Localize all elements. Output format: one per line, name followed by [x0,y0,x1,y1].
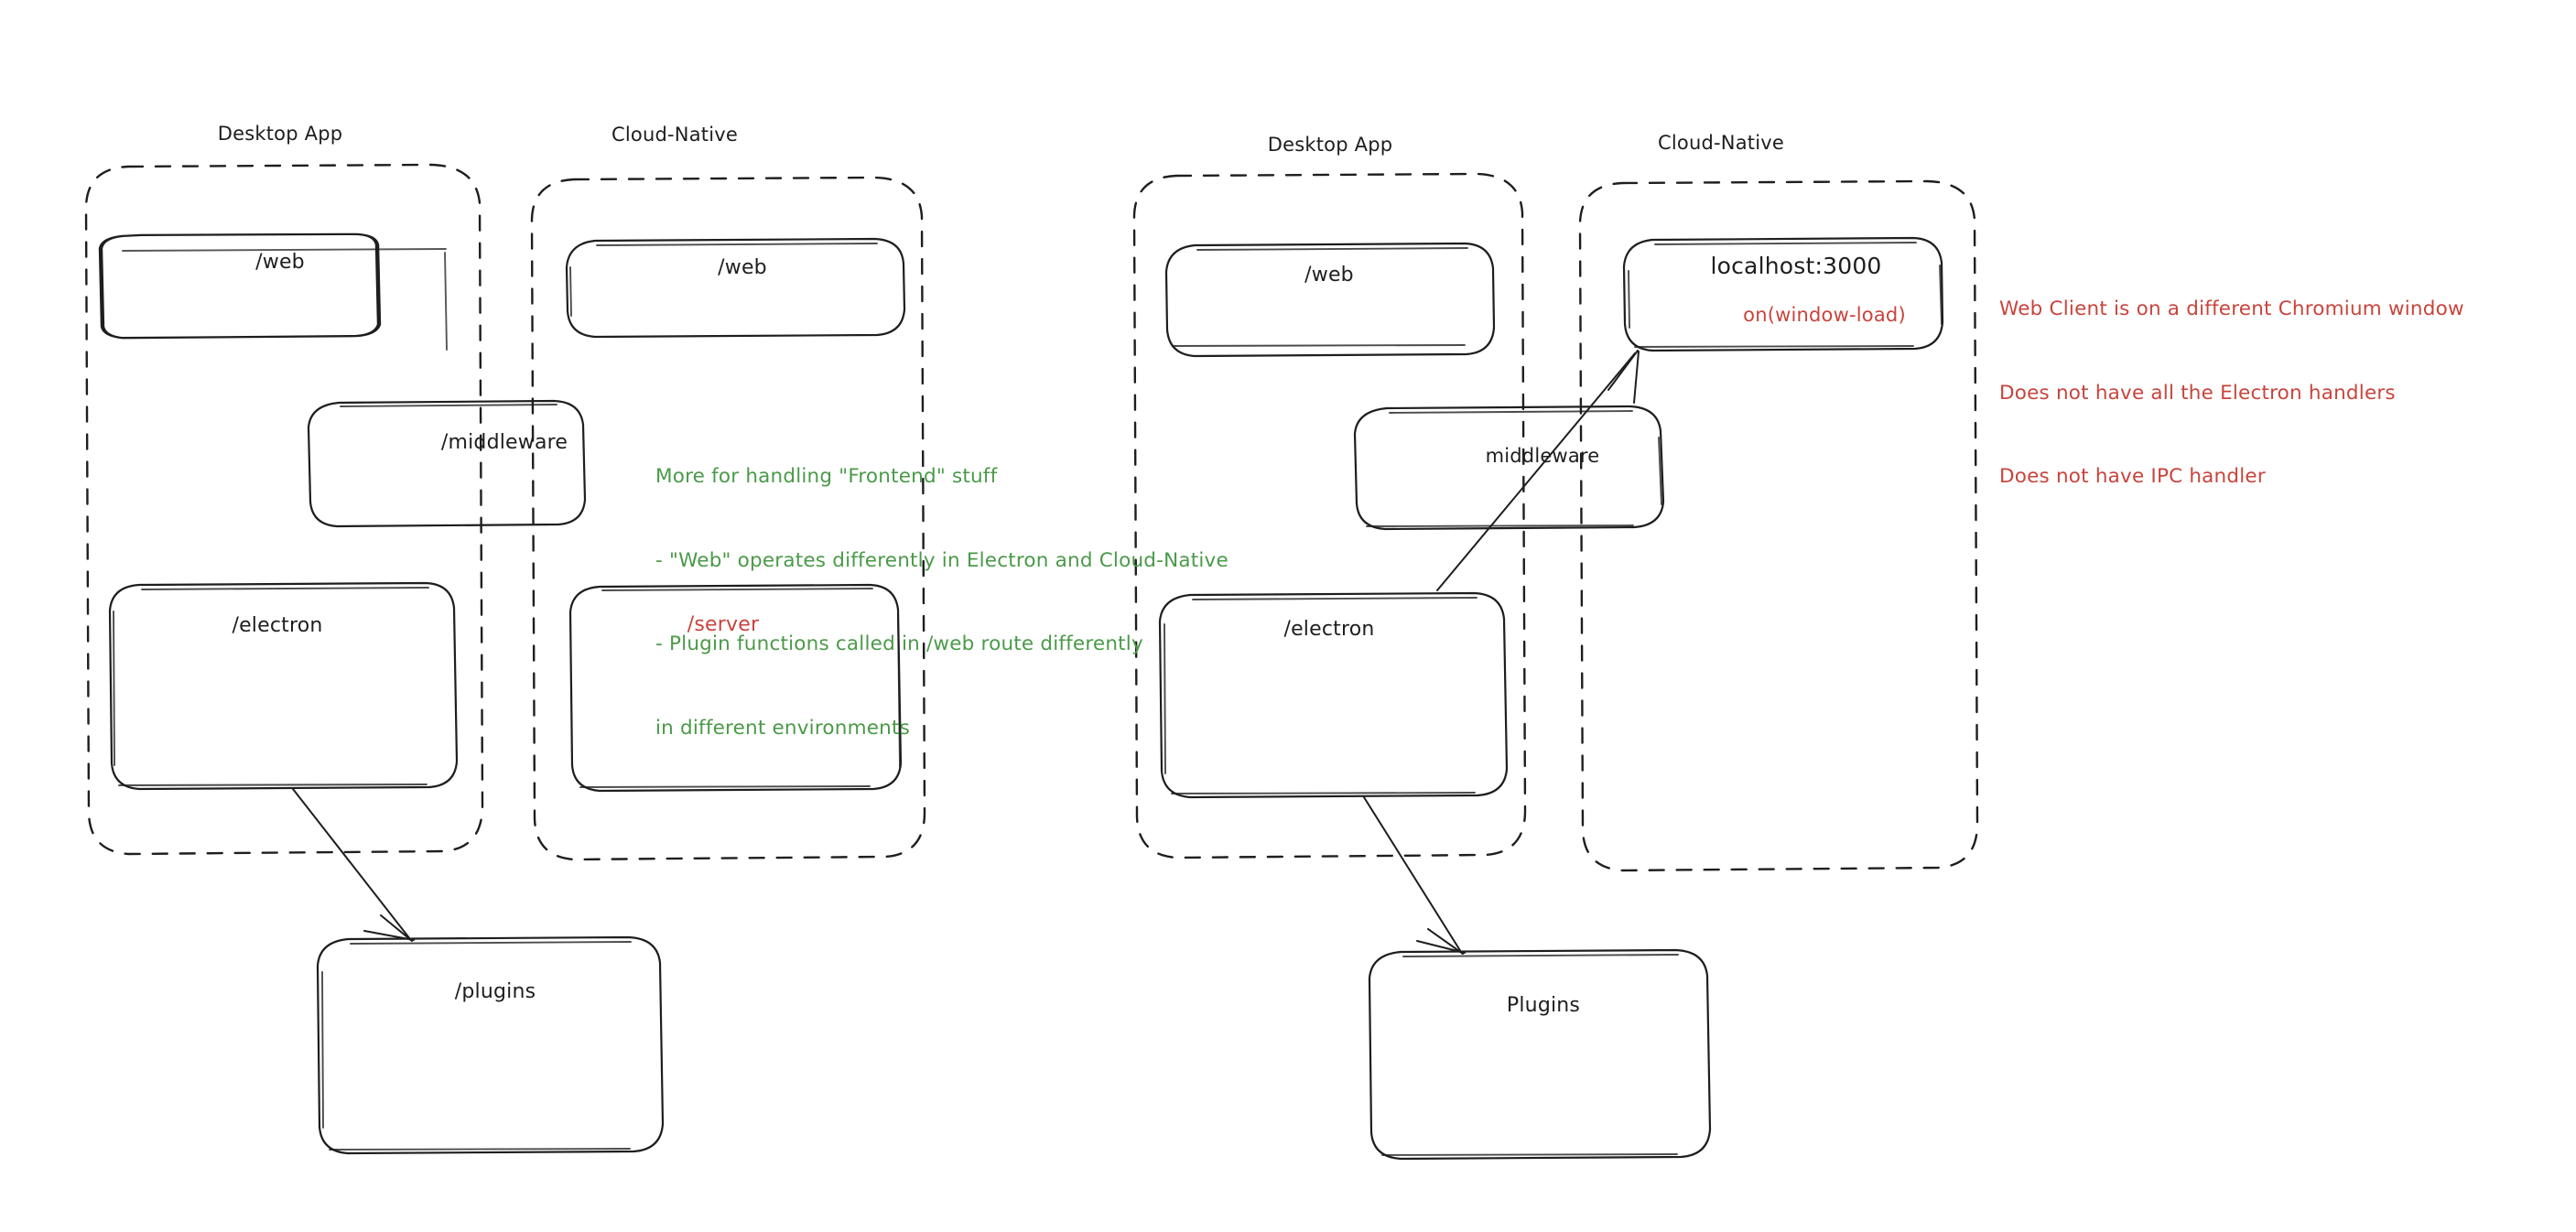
right-localhost-box [1622,236,1944,352]
left-plugins-box [316,935,665,1155]
red-note: Web Client is on a different Chromium wi… [1999,240,2464,547]
right-desktop-app-title: Desktop App [1267,134,1393,156]
right-cloud-native-container [1578,179,1979,872]
red-note-line-3: Does not have IPC handler [1999,465,2266,489]
left-middleware-box [307,399,587,528]
left-desktop-app-container [84,163,484,856]
left-server-box [568,583,903,793]
green-note-line-3: - Plugin functions called in /web route … [655,632,1143,656]
left-electron-label: /electron [232,614,323,637]
right-web-box [1164,242,1496,358]
green-note: More for handling "Frontend" stuff - "We… [655,407,1228,798]
red-note-line-2: Does not have all the Electron handlers [1999,381,2396,405]
green-note-line-2: - "Web" operates differently in Electron… [655,548,1228,572]
right-middleware-box [1353,405,1665,531]
green-note-line-4: in different environments [655,716,911,740]
right-desktop-app-container [1132,172,1527,859]
left-cloud-native-container [530,176,926,861]
left-desktop-app-title: Desktop App [217,123,343,145]
right-electron-label: /electron [1283,618,1375,641]
green-note-line-1: More for handling "Frontend" stuff [655,465,998,489]
right-electron-to-localhost-arrow [1436,350,1640,591]
right-electron-box [1158,591,1509,799]
left-server-label: /server [687,613,760,636]
right-localhost-sublabel: on(window-load) [1743,304,1906,326]
left-cloud-native-title: Cloud-Native [612,124,738,146]
left-web-desktop-label: /web [255,251,305,274]
left-electron-to-plugins-arrow [292,788,415,942]
right-middleware-label: middleware [1485,445,1600,467]
right-localhost-label: localhost:3000 [1710,253,1882,279]
red-note-line-1: Web Client is on a different Chromium wi… [1999,297,2464,321]
left-web-desktop-box [98,232,448,351]
left-plugins-label: /plugins [454,980,536,1003]
left-web-cloud-label: /web [718,256,767,279]
left-web-cloud-box [565,237,906,339]
right-electron-to-plugins-arrow [1363,796,1466,955]
right-cloud-native-title: Cloud-Native [1658,132,1784,154]
right-plugins-label: Plugins [1506,994,1581,1017]
right-plugins-box [1368,948,1712,1161]
right-web-label: /web [1304,264,1354,286]
left-electron-box [108,581,459,791]
left-middleware-label: /middleware [440,431,568,454]
